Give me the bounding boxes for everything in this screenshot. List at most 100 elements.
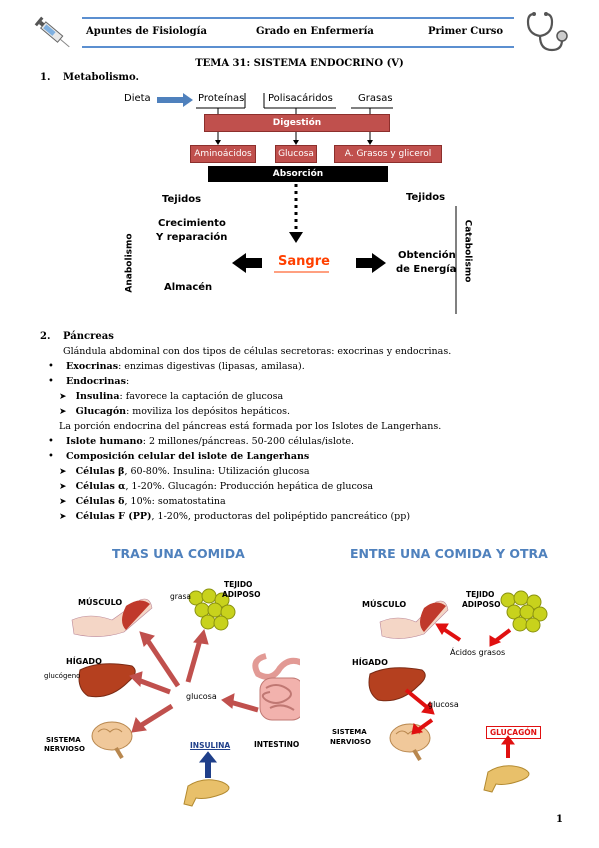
metabolism-diagram-lines [157,93,457,314]
right-tejido: TEJIDO [466,590,495,599]
syringe-icon [32,12,76,56]
list-item-insulina: ➤ Insulina: favorece la captación de glu… [59,391,283,402]
arrow-bullet: ➤ [59,392,67,402]
page-number: 1 [556,814,563,825]
figure-left-graphics [71,588,300,807]
porcion-endocrina: La porción endocrina del páncreas está f… [59,421,442,432]
section1-heading: Metabolismo. [63,72,139,83]
section1-number: 1. [40,72,51,83]
list-item-composicion: • Composición celular del islote de Lang… [48,451,309,462]
brain-icon [91,721,133,760]
arrow-bullet: ➤ [59,512,67,522]
dieta-label: Dieta [124,93,151,104]
polisacaridos-label: Polisacáridos [268,93,333,104]
figure-right-graphics [368,590,548,793]
endocrinas-term: Endocrinas [66,376,126,387]
pp-text: , 1-20%, productoras del polipéptido pan… [151,511,411,522]
delta-text: , 10%: somatostatina [124,496,226,507]
pancreas-icon [183,779,230,807]
adipose-icon [188,588,236,631]
header-line-bottom [82,46,514,48]
left-nervioso: NERVIOSO [44,745,85,753]
grasas-label: Grasas [358,93,393,104]
arrow-bullet: ➤ [59,497,67,507]
bullet: • [48,361,54,372]
left-grasa: grasa [170,592,191,601]
proteinas-label: Proteínas [198,93,245,104]
pancreas-intro: Glándula abdominal con dos tipos de célu… [63,346,452,357]
list-item-glucagon: ➤ Glucagón: moviliza los depósitos hepát… [59,406,290,417]
arrow-bullet: ➤ [59,482,67,492]
bullet: • [48,451,54,462]
header-line-top [82,17,514,19]
islote-text: : 2 millones/páncreas. 50-200 células/is… [142,436,355,447]
bullet: • [48,436,54,447]
crecimiento-label: Crecimiento [158,218,226,229]
sangre-label: Sangre [278,254,330,269]
almacen-label: Almacén [164,282,213,293]
beta-term: Células β [75,466,125,477]
composicion-heading: Composición celular del islote de Langer… [66,451,310,462]
pancreas-icon [483,765,530,793]
left-insulina: INSULINA [190,741,231,750]
alfa-term: Células α [75,481,126,492]
endocrinas-text: : [125,376,130,387]
liver-icon [368,667,426,702]
digestion-box: Digestión [204,114,390,132]
list-item-pp: ➤ Células F (PP), 1-20%, productoras del… [59,511,410,522]
obtencion-label: Obtención [398,250,456,261]
list-item-alfa: ➤ Células α, 1-20%. Glucagón: Producción… [59,481,373,492]
right-sistema: SISTEMA [332,728,367,736]
tejidos-right-label: Tejidos [406,192,446,203]
arrow-bullet: ➤ [59,407,67,417]
arrow-bullet: ➤ [59,467,67,477]
list-item-exocrinas: • Exocrinas: enzimas digestivas (lipasas… [48,361,305,372]
header-left: Apuntes de Fisiología [86,26,207,37]
right-glucagon: GLUCAGÓN [486,726,541,739]
insulina-text: : favorece la captación de glucosa [119,391,284,402]
right-musculo: MÚSCULO [362,600,407,609]
section2-number: 2. [40,331,51,342]
left-glucosa: glucosa [186,692,217,701]
anabolismo-label: Anabolismo [124,233,135,293]
left-adiposo: ADIPOSO [222,590,261,599]
left-sistema: SISTEMA [46,736,81,744]
left-musculo: MÚSCULO [78,598,123,607]
muscle-icon [71,598,153,637]
liver-icon [78,663,136,698]
intestine-icon [252,653,300,721]
muscle-icon [379,600,449,639]
pp-term: Células F (PP) [75,511,152,522]
glucosa-box: Glucosa [275,145,317,163]
acidos-grasos-box: A. Grasos y glicerol [334,145,442,163]
right-glucosa: glucosa [428,700,459,709]
adipose-icon [500,590,548,633]
catabolismo-label: Catabolismo [462,219,473,283]
figure-right-title: ENTRE UNA COMIDA Y OTRA [350,546,548,561]
aminoacidos-box: Aminoácidos [190,145,256,163]
left-tejido: TEJIDO [224,580,253,589]
section2-heading: Páncreas [63,331,114,342]
beta-text: , 60-80%. Insulina: Utilización glucosa [124,466,310,477]
insulina-term: Insulina [75,391,120,402]
list-item-endocrinas: • Endocrinas: [48,376,129,387]
figure-left-title: TRAS UNA COMIDA [112,546,245,561]
right-nervioso: NERVIOSO [330,738,371,746]
glucagon-text: : moviliza los depósitos hepáticos. [126,406,290,417]
islote-term: Islote humano [66,436,143,447]
delta-term: Células δ [75,496,125,507]
list-item-beta: ➤ Células β, 60-80%. Insulina: Utilizaci… [59,466,310,477]
tejidos-left-label: Tejidos [162,194,202,205]
left-intestino: INTESTINO [254,740,300,749]
header-right: Primer Curso [428,26,504,37]
right-acidos-grasos: Ácidos grasos [450,648,506,657]
glucagon-term: Glucagón [75,406,127,417]
exocrinas-text: : enzimas digestivas (lipasas, amilasa). [118,361,305,372]
stethoscope-icon [520,10,570,58]
energia-label: de Energía [396,264,457,275]
exocrinas-term: Exocrinas [66,361,119,372]
header-center: Grado en Enfermería [256,26,374,37]
alfa-text: , 1-20%. Glucagón: Producción hepática d… [125,481,374,492]
right-higado: HÍGADO [352,658,388,667]
list-item-islote: • Islote humano: 2 millones/páncreas. 50… [48,436,354,447]
